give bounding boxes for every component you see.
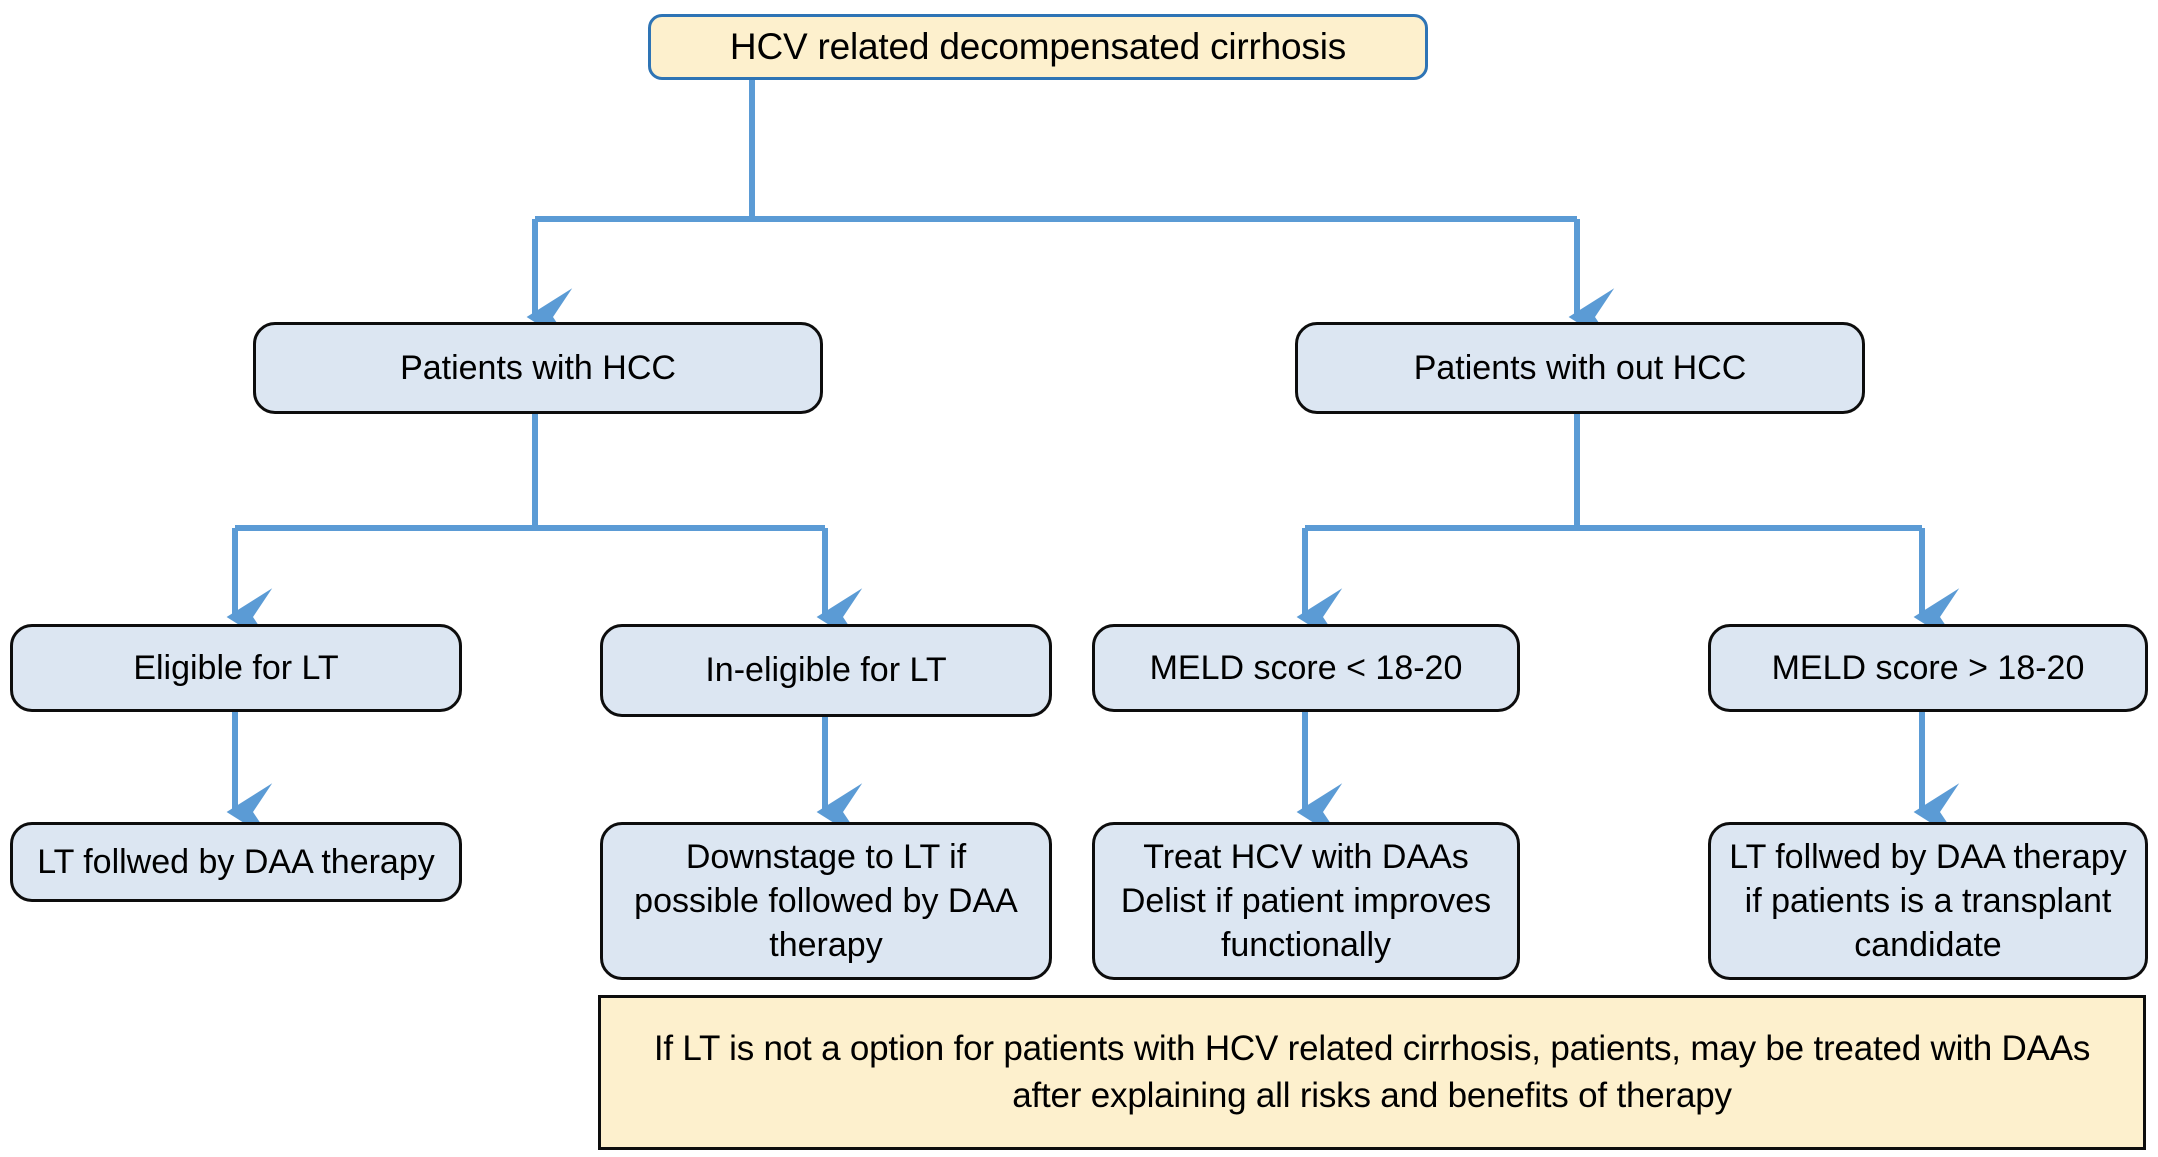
node-downstage-to-lt[interactable]: Downstage to LT if possible followed by … (600, 822, 1052, 980)
node-treat-hcv-with-daas[interactable]: Treat HCV with DAAs Delist if patient im… (1092, 822, 1520, 980)
node-lt-followed-by-daa-therapy[interactable]: LT follwed by DAA therapy (10, 822, 462, 902)
node-root-hcv-decompensated-cirrhosis[interactable]: HCV related decompensated cirrhosis (648, 14, 1428, 80)
node-meld-score-below[interactable]: MELD score < 18-20 (1092, 624, 1520, 712)
node-ineligible-for-lt[interactable]: In-eligible for LT (600, 624, 1052, 717)
node-footnote-lt-not-an-option[interactable]: If LT is not a option for patients with … (598, 995, 2146, 1150)
node-patients-with-hcc[interactable]: Patients with HCC (253, 322, 823, 414)
node-patients-without-hcc[interactable]: Patients with out HCC (1295, 322, 1865, 414)
node-lt-followed-daa-transplant-candidate[interactable]: LT follwed by DAA therapy if patients is… (1708, 822, 2148, 980)
node-eligible-for-lt[interactable]: Eligible for LT (10, 624, 462, 712)
node-meld-score-above[interactable]: MELD score > 18-20 (1708, 624, 2148, 712)
